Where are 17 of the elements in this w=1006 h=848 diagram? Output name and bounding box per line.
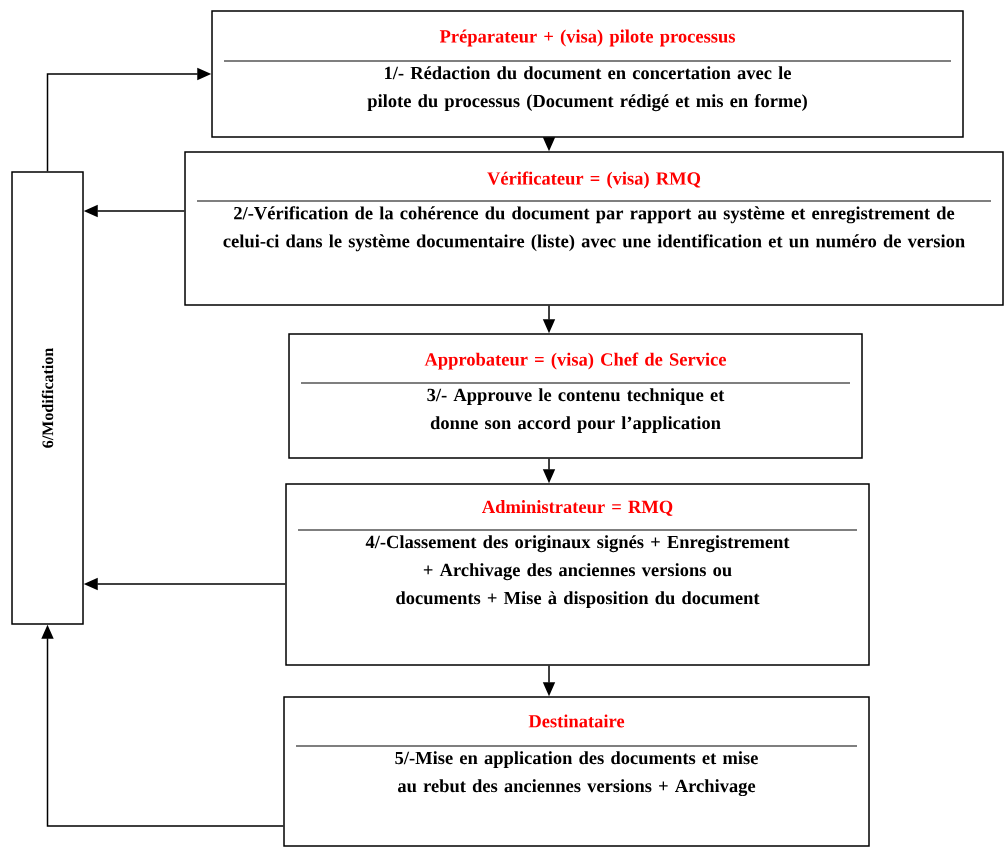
box-heading: Approbateur = (visa) Chef de Service xyxy=(424,352,727,370)
box-text: 5/-Mise en application des documents et mise au rebut des anciennes versions + Archivage xyxy=(395,751,758,797)
box-heading: Destinataire xyxy=(528,714,625,728)
box-text: 3/- Approuve le contenu technique et donne son accord pour l’application xyxy=(427,388,725,433)
box-heading: Administrateur = RMQ xyxy=(482,500,673,516)
process-box xyxy=(283,696,870,847)
box-heading: Préparateur + (visa) pilote processus xyxy=(439,29,735,47)
box-text: 4/-Classement des originaux signés + Enregistrement + Archivage des anciennes versions ou documents + Mise à disposition du document xyxy=(365,535,790,608)
box-label: 6/Modification xyxy=(41,348,54,448)
box-heading: Vérificateur = (visa) RMQ xyxy=(487,171,701,189)
box-text: 2/-Vérification de la cohérence du document par rapport au système et enregistrement de celui-ci dans le système documentaire (liste) avec une identification et un numéro de version xyxy=(223,206,965,252)
process-box xyxy=(11,171,84,625)
process-box xyxy=(184,151,1004,306)
process-box xyxy=(285,483,870,666)
process-box xyxy=(288,333,863,459)
box-text: 1/- Rédaction du document en concertation avec le pilote du processus (Document rédigé et mis en forme) xyxy=(367,66,807,112)
process-box xyxy=(211,10,964,138)
